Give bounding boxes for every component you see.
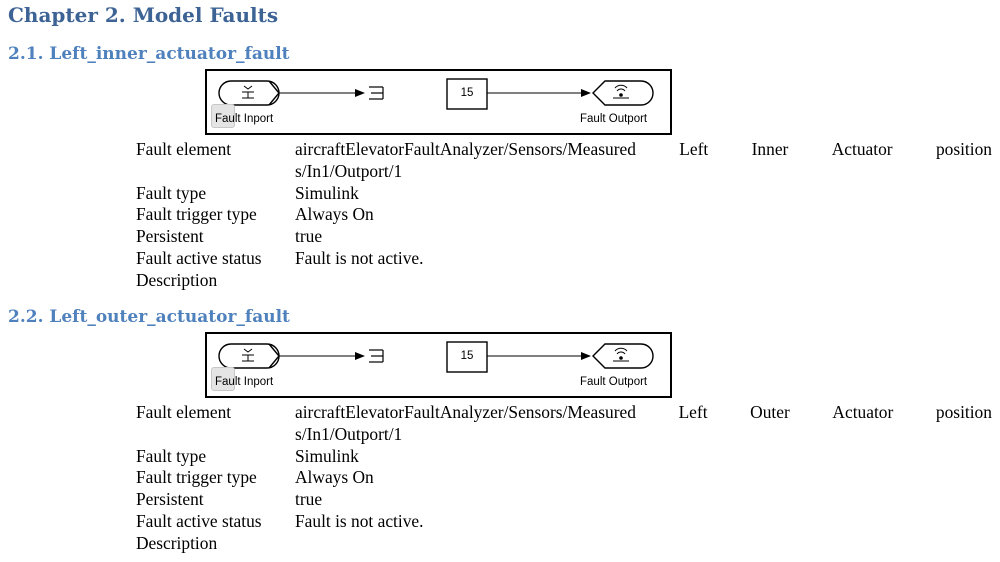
prop-value: Fault is not active. — [295, 510, 424, 531]
prop-value: Always On — [295, 204, 374, 225]
warning-icon[interactable] — [211, 104, 235, 128]
prop-value-continuation: s/In1/Outport/1 — [295, 423, 403, 444]
section-heading: 2.1. Left_inner_actuator_fault — [8, 44, 290, 64]
description-row: Description — [136, 270, 996, 292]
inport-icon — [242, 348, 254, 362]
prop-value-part: aircraftElevatorFaultAnalyzer/Sensors/Me… — [295, 139, 636, 159]
prop-label: Fault element — [136, 139, 232, 159]
persistent-row: Persistent true — [136, 489, 996, 511]
constant-block[interactable] — [446, 78, 488, 110]
prop-value-part: Left — [678, 402, 708, 422]
inport-label: Fault Inport — [215, 376, 274, 388]
fault-properties: Fault element aircraftElevatorFaultAnaly… — [136, 139, 996, 292]
fault-inport-block[interactable] — [218, 343, 280, 369]
section-heading: 2.2. Left_outer_actuator_fault — [8, 307, 290, 327]
fault-trigger-row: Fault trigger type Always On — [136, 204, 996, 226]
prop-value-part: Actuator — [831, 139, 893, 159]
fault-properties: Fault element aircraftElevatorFaultAnaly… — [136, 402, 996, 555]
fault-outport-block[interactable] — [592, 343, 654, 369]
prop-label: Fault active status — [136, 247, 262, 268]
prop-value-part: position — [935, 139, 992, 159]
fault-type-row: Fault type Simulink — [136, 183, 996, 205]
fault-element-row: Fault element aircraftElevatorFaultAnaly… — [136, 139, 996, 183]
prop-value-part: position — [935, 402, 992, 422]
prop-label: Fault type — [136, 445, 207, 466]
prop-value: Fault is not active. — [295, 247, 424, 268]
prop-label: Description — [136, 269, 218, 290]
prop-value-part: Actuator — [832, 402, 894, 422]
outport-label: Fault Outport — [580, 376, 648, 388]
fault-trigger-row: Fault trigger type Always On — [136, 467, 996, 489]
fault-model-diagram[interactable]: 15 Fault Inport Fault Outport — [205, 69, 672, 135]
outport-icon — [613, 347, 629, 362]
inport-label: Fault Inport — [215, 113, 274, 125]
fault-model-diagram[interactable]: 15 Fault Inport Fault Outport — [205, 332, 672, 398]
prop-label: Fault trigger type — [136, 204, 257, 225]
prop-value-part: Inner — [751, 139, 789, 159]
fault-type-row: Fault type Simulink — [136, 446, 996, 468]
chapter-title: Chapter 2. Model Faults — [8, 3, 279, 27]
prop-label: Fault trigger type — [136, 467, 257, 488]
prop-value-part: Outer — [750, 402, 790, 422]
active-status-row: Fault active status Fault is not active. — [136, 248, 996, 270]
description-row: Description — [136, 533, 996, 555]
fault-inport-block[interactable] — [218, 80, 280, 106]
constant-value: 15 — [460, 350, 474, 362]
terminator-block[interactable] — [369, 349, 384, 363]
prop-label: Fault type — [136, 182, 207, 203]
prop-label: Persistent — [136, 489, 204, 510]
prop-value: true — [295, 489, 323, 510]
prop-label: Fault element — [136, 402, 232, 422]
prop-value: Simulink — [295, 445, 359, 466]
active-status-row: Fault active status Fault is not active. — [136, 511, 996, 533]
fault-outport-block[interactable] — [592, 80, 654, 106]
prop-value: true — [295, 226, 323, 247]
constant-value: 15 — [460, 87, 474, 99]
prop-value: Simulink — [295, 182, 359, 203]
prop-value: Always On — [295, 467, 374, 488]
outport-label: Fault Outport — [580, 113, 648, 125]
constant-block[interactable] — [446, 341, 488, 373]
terminator-block[interactable] — [369, 86, 384, 100]
prop-label: Fault active status — [136, 510, 262, 531]
inport-icon — [242, 85, 254, 99]
prop-label: Description — [136, 532, 218, 553]
prop-label: Persistent — [136, 226, 204, 247]
outport-icon — [613, 84, 629, 99]
persistent-row: Persistent true — [136, 226, 996, 248]
fault-element-row: Fault element aircraftElevatorFaultAnaly… — [136, 402, 996, 446]
prop-value-part: aircraftElevatorFaultAnalyzer/Sensors/Me… — [295, 402, 636, 422]
prop-value-continuation: s/In1/Outport/1 — [295, 160, 403, 181]
prop-value-part: Left — [679, 139, 709, 159]
warning-icon[interactable] — [211, 367, 235, 391]
